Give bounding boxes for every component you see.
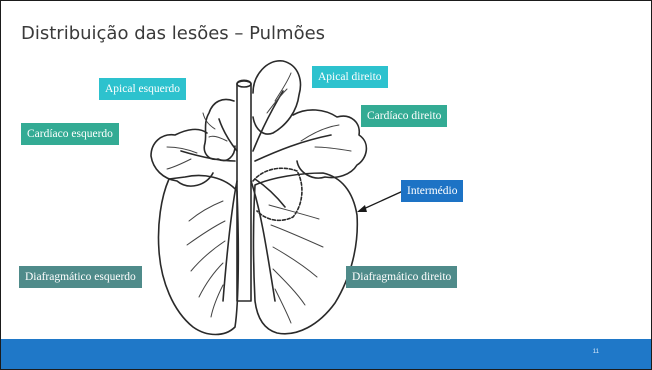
lungs-diagram	[150, 60, 404, 336]
intermedio-arrow	[358, 190, 404, 212]
trachea	[236, 79, 252, 302]
left-apical-lobe	[203, 98, 236, 162]
trachea-top	[236, 80, 252, 88]
slide-number: 11	[592, 349, 599, 355]
label-intermedio: Intermédio	[401, 180, 464, 202]
left-apical-bronchus	[218, 118, 238, 152]
slide-title: Distribuição das lesões – Pulmões	[21, 23, 326, 44]
right-apical-lobe	[252, 60, 302, 135]
intermedio-arrowhead	[357, 205, 367, 212]
label-apical-esquerdo: Apical esquerdo	[99, 78, 187, 100]
intermediate-lobe	[252, 167, 303, 222]
label-diafragmatico-direito: Diafragmático direito	[346, 266, 458, 288]
right-cardiac-lobe	[292, 109, 368, 179]
label-cardiaco-esquerdo: Cardíaco esquerdo	[21, 123, 119, 145]
label-cardiaco-direito: Cardíaco direito	[361, 105, 448, 127]
left-main-bronchus	[222, 180, 238, 302]
bronchial-branches	[166, 72, 352, 324]
left-cardiac-lobe	[150, 128, 214, 187]
footer-bar: 11	[1, 339, 651, 369]
right-main-bronchus	[250, 180, 276, 302]
left-cardiac-bronchus	[180, 150, 236, 162]
right-diaphragmatic-lobe	[252, 172, 359, 335]
intermediate-bronchus	[254, 178, 286, 208]
label-apical-direito: Apical direito	[312, 66, 388, 88]
label-diafragmatico-esquerdo: Diafragmático esquerdo	[19, 266, 142, 288]
right-cardiac-bronchus	[254, 134, 332, 162]
right-apical-bronchus	[252, 90, 284, 152]
